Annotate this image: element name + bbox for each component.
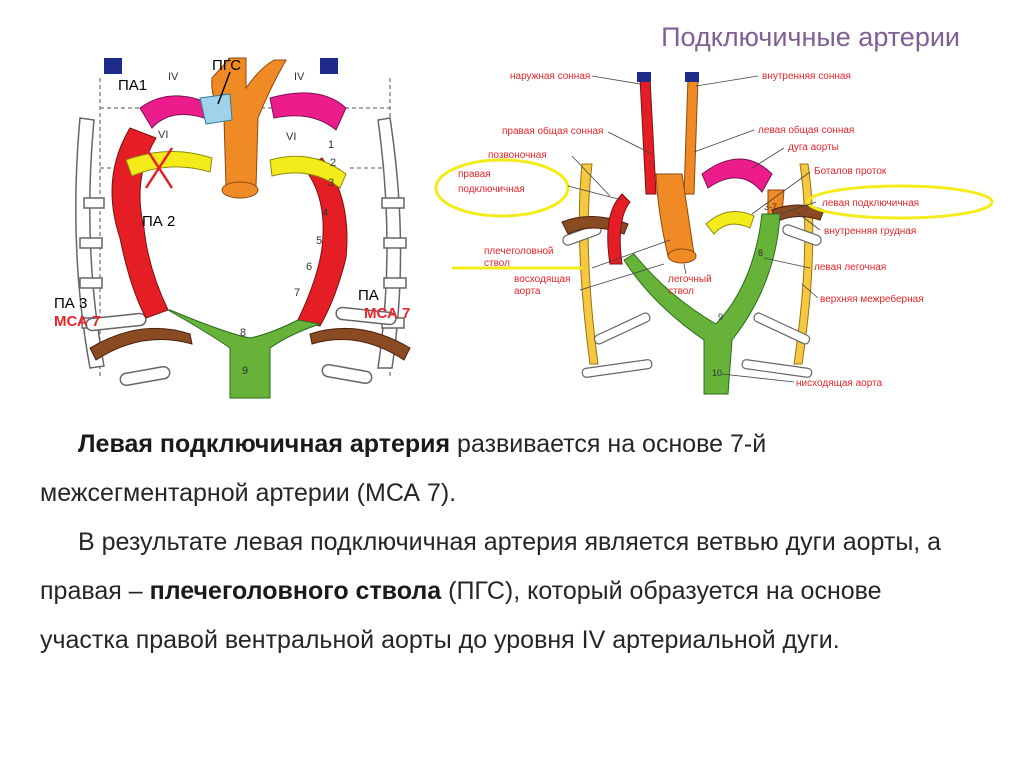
label-vertebral: позвоночная xyxy=(488,150,547,161)
paragraph-2: В результате левая подключичная артерия … xyxy=(40,518,970,665)
label-internal-thoracic: внутренняя грудная xyxy=(824,226,916,237)
label-pa1: ПА1 xyxy=(118,77,147,94)
label-ascending-aorta-2: аорта xyxy=(514,286,541,297)
paragraph-2-text-after: (ПГС), который образуется на основе учас… xyxy=(40,577,882,654)
label-num-37: 3-7 xyxy=(764,202,777,212)
label-aortic-arch: дуга аорты xyxy=(788,142,839,153)
label-internal-carotid: внутренняя сонная xyxy=(762,71,851,82)
label-pa2: ПА 2 xyxy=(142,213,175,230)
label-left-pulmonary: левая легочная xyxy=(814,262,886,273)
label-pgs: ПГС xyxy=(212,57,241,74)
label-ascending-aorta-1: восходящая xyxy=(514,274,570,285)
label-num-9: 9 xyxy=(242,365,248,377)
label-num-2: 2 xyxy=(330,157,336,169)
paragraph-1-text: развивается на основе 7-й межсегментарно… xyxy=(40,430,767,507)
label-external-carotid: наружная сонная xyxy=(510,71,590,82)
label-roman-iv-left: IV xyxy=(168,71,179,83)
label-roman-vi-left: VI xyxy=(158,129,168,141)
label-num-9: 9 xyxy=(718,312,723,322)
label-num-3: 3 xyxy=(328,177,334,189)
label-num-10: 10 xyxy=(712,368,722,378)
label-pulmonary-trunk-1: легочный xyxy=(668,274,712,285)
left-embryo-arch-diagram: ПГС ПА1 ПА 2 ПА 3 ПА МСА 7 МСА 7 IV IV V… xyxy=(54,57,411,399)
label-descending-aorta: нисходящая аорта xyxy=(796,378,883,389)
label-brachiocephalic-2: ствол xyxy=(484,258,510,269)
label-left-common-carotid: левая общая сонная xyxy=(758,124,854,136)
label-mca7-right: МСА 7 xyxy=(364,305,410,322)
label-right-common-carotid: правая общая сонная xyxy=(502,125,603,137)
slide-title: Подключичные артерии xyxy=(661,22,960,52)
label-right-subclavian-1: правая xyxy=(458,169,491,180)
label-left-subclavian: левая подключичная xyxy=(822,198,919,209)
label-botallo-duct: Боталов проток xyxy=(814,166,887,177)
paragraph-1: Левая подключичная артерия развивается н… xyxy=(40,420,970,518)
label-num-8: 8 xyxy=(758,248,763,258)
label-num-5: 5 xyxy=(316,235,322,247)
label-num-4: 4 xyxy=(322,207,328,219)
label-pa-right: ПА xyxy=(358,287,379,304)
body-text: Левая подключичная артерия развивается н… xyxy=(40,420,970,665)
label-num-8: 8 xyxy=(240,327,246,339)
paragraph-2-bold: плечеголовного ствола xyxy=(149,577,442,605)
label-pa3: ПА 3 xyxy=(54,295,87,312)
label-roman-iv-right: IV xyxy=(294,71,305,83)
paragraph-1-bold: Левая подключичная артерия xyxy=(78,430,451,458)
label-mca7-left: МСА 7 xyxy=(54,313,100,330)
label-brachiocephalic-1: плечеголовной xyxy=(484,246,554,257)
label-roman-vi-right: VI xyxy=(286,131,296,143)
label-pulmonary-trunk-2: ствол xyxy=(668,286,694,297)
label-right-subclavian-2: подключичная xyxy=(458,184,525,195)
paragraph-2-text-before: В результате левая подключичная артерия … xyxy=(40,528,942,605)
label-num-1: 1 xyxy=(328,139,334,151)
label-num-7: 7 xyxy=(294,287,300,299)
label-num-6: 6 xyxy=(306,261,312,273)
label-upper-intercostal: верхняя межреберная xyxy=(820,293,924,305)
right-adult-arteries-diagram: наружная сонная внутренняя сонная правая… xyxy=(434,71,994,395)
